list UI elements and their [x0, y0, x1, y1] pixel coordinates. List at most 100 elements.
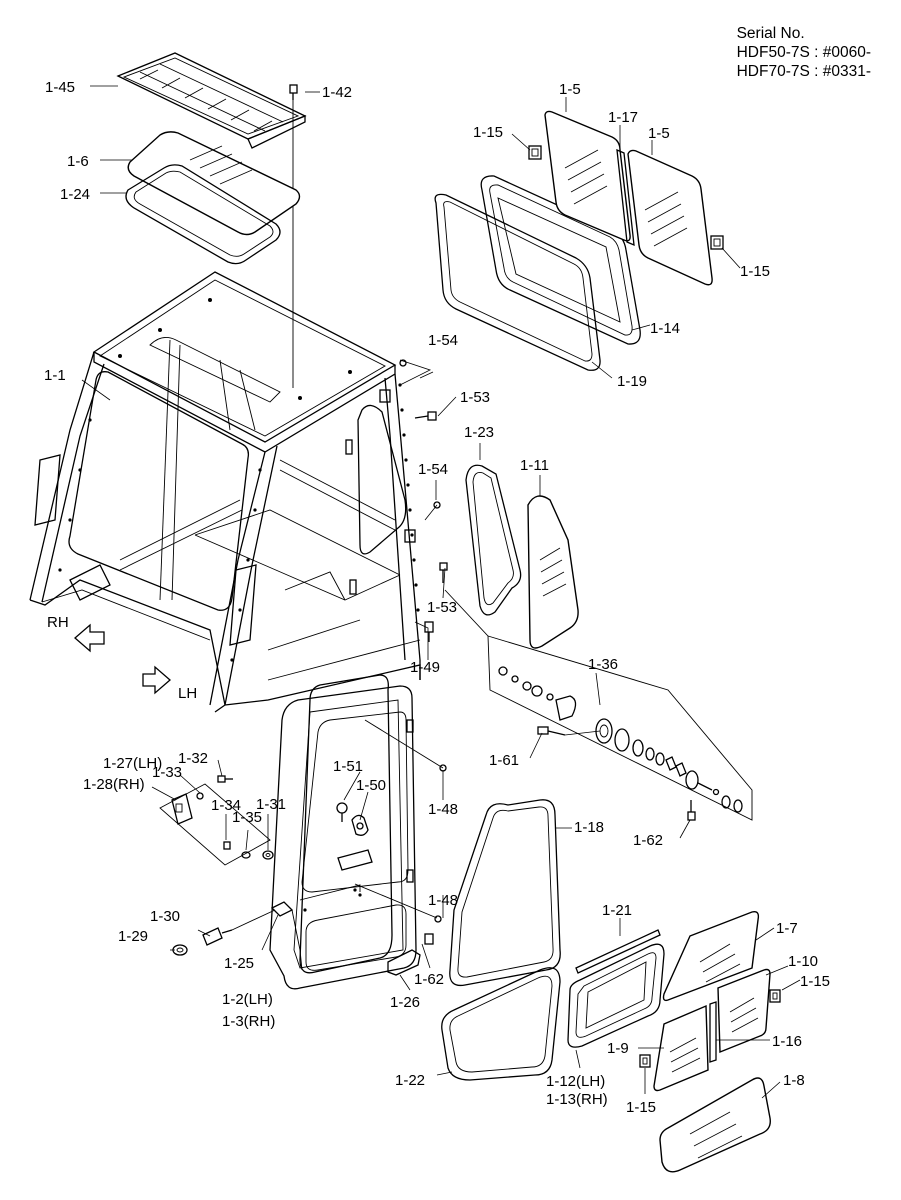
part-1-25-stopper — [270, 901, 303, 971]
part-1-1-cab-frame — [29, 271, 421, 713]
direction-arrow-lh — [142, 665, 171, 695]
serial-title: Serial No. — [736, 25, 805, 42]
label-1-49: 1-49 — [410, 659, 440, 676]
label-1-15a: 1-15 — [473, 124, 503, 141]
part-1-31-nut — [262, 850, 274, 860]
part-1-8-glass — [659, 1077, 771, 1173]
label-1-48a: 1-48 — [428, 801, 458, 818]
part-1-51-bolt — [336, 802, 348, 822]
part-1-19-window-seal — [434, 193, 601, 371]
label-1-27: 1-27(LH) — [103, 755, 162, 772]
label-1-35: 1-35 — [232, 809, 262, 826]
leader-lines — [81, 85, 801, 1099]
part-1-11-quarter-glass — [527, 495, 579, 649]
label-1-17: 1-17 — [608, 109, 638, 126]
label-rh: RH — [47, 614, 69, 631]
label-1-45: 1-45 — [45, 79, 75, 96]
label-1-42: 1-42 — [322, 84, 352, 101]
label-1-36: 1-36 — [588, 656, 618, 673]
part-1-49-bolt — [424, 621, 434, 642]
part-1-21-rail — [575, 929, 661, 974]
label-1-18: 1-18 — [574, 819, 604, 836]
label-1-30: 1-30 — [150, 908, 180, 925]
label-1-11: 1-11 — [520, 457, 549, 474]
label-1-29: 1-29 — [118, 928, 148, 945]
label-1-54a: 1-54 — [428, 332, 458, 349]
serial-number-block: Serial No. HDF50-7S : #0060- HDF70-7S : … — [737, 24, 871, 81]
label-1-33: 1-33 — [152, 764, 182, 781]
part-1-26-bracket — [387, 949, 421, 976]
label-1-25: 1-25 — [224, 955, 254, 972]
label-1-8: 1-8 — [783, 1072, 805, 1089]
part-1-12-slide-frame — [567, 943, 665, 1048]
part-1-53-bolt-lower — [439, 562, 448, 583]
label-1-22: 1-22 — [395, 1072, 425, 1089]
label-1-62a: 1-62 — [633, 832, 663, 849]
label-1-53b: 1-53 — [427, 599, 457, 616]
part-1-42-bolt — [289, 84, 298, 388]
label-1-2: 1-2(LH) — [222, 991, 273, 1008]
label-1-1: 1-1 — [44, 367, 66, 384]
part-1-61-screw — [537, 726, 601, 736]
label-1-34: 1-34 — [211, 797, 241, 814]
label-1-54b: 1-54 — [418, 461, 448, 478]
label-1-15b: 1-15 — [740, 263, 770, 280]
part-1-14-window-seal-frame — [480, 175, 641, 345]
label-1-12: 1-12(LH) — [546, 1073, 605, 1090]
part-1-33-washer — [196, 792, 204, 800]
part-1-15-clip-lower-left — [639, 1054, 651, 1068]
serial-line-hdf70: HDF70-7S : #0331- — [736, 63, 871, 80]
label-1-19: 1-19 — [617, 373, 647, 390]
part-1-2-door-assembly — [269, 674, 417, 990]
label-1-48b: 1-48 — [428, 892, 458, 909]
label-1-61: 1-61 — [489, 752, 519, 769]
label-1-32: 1-32 — [178, 750, 208, 767]
part-1-36-lock-assembly — [444, 589, 753, 821]
part-1-30-pin — [202, 909, 276, 946]
part-1-35-washer — [241, 851, 251, 859]
part-1-24-roof-seal — [125, 164, 281, 265]
direction-arrow-rh — [74, 623, 105, 653]
part-1-5-sliding-glass-left — [544, 110, 631, 242]
label-1-23: 1-23 — [464, 424, 494, 441]
label-1-6: 1-6 — [67, 153, 89, 170]
part-1-54-bolt-lower — [424, 501, 441, 521]
label-1-51: 1-51 — [333, 758, 363, 775]
label-1-16: 1-16 — [772, 1033, 802, 1050]
part-1-50-washer — [351, 814, 369, 836]
part-1-32-screw — [217, 775, 233, 783]
part-1-62-nut-lock — [687, 800, 696, 821]
part-1-18-door-seal — [449, 799, 561, 987]
part-1-53-bolt-upper — [414, 411, 437, 421]
label-1-5b: 1-5 — [648, 125, 670, 142]
label-1-62b: 1-62 — [414, 971, 444, 988]
label-1-28: 1-28(RH) — [83, 776, 145, 793]
label-1-15d: 1-15 — [626, 1099, 656, 1116]
label-1-7: 1-7 — [776, 920, 798, 937]
part-1-62-nut-door — [424, 933, 434, 945]
part-1-9-glass — [653, 1004, 709, 1092]
label-1-21: 1-21 — [602, 902, 632, 919]
label-1-53a: 1-53 — [460, 389, 490, 406]
part-1-15-clip-lower-right — [769, 989, 781, 1003]
label-1-5a: 1-5 — [559, 81, 581, 98]
part-1-10-glass — [717, 968, 771, 1054]
part-1-22-lower-seal — [441, 967, 561, 1081]
label-lh: LH — [178, 685, 197, 702]
label-1-15c: 1-15 — [800, 973, 830, 990]
label-1-9: 1-9 — [607, 1040, 629, 1057]
part-labels: 1-45 1-42 1-6 1-24 1-1 1-5 1-17 1-5 1-15… — [44, 79, 830, 1116]
label-1-26: 1-26 — [390, 994, 420, 1011]
part-1-7-glass — [662, 910, 760, 1002]
label-1-3: 1-3(RH) — [222, 1013, 275, 1030]
part-1-34-spacer — [223, 841, 231, 850]
label-1-10: 1-10 — [788, 953, 818, 970]
part-1-45-roof-guard — [116, 52, 307, 149]
part-1-15-clip-right — [710, 235, 724, 250]
label-1-50: 1-50 — [356, 777, 386, 794]
label-1-13: 1-13(RH) — [546, 1091, 608, 1108]
part-1-15-clip-top — [528, 145, 542, 160]
part-1-16-strip — [709, 1001, 717, 1063]
label-1-24: 1-24 — [60, 186, 90, 203]
